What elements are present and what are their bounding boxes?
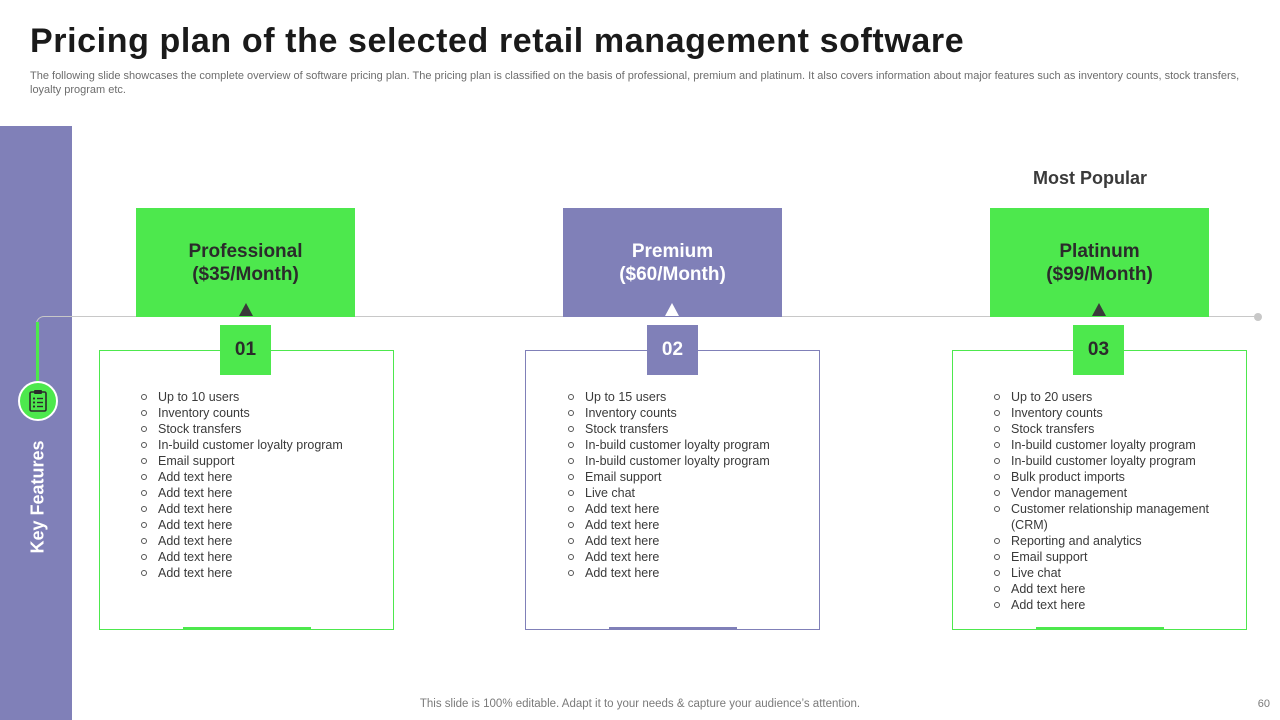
plan-price: ($99/Month) (1046, 263, 1153, 285)
list-item: Stock transfers (993, 421, 1223, 437)
timeline-connector (36, 322, 39, 384)
plan-card-premium (525, 350, 820, 630)
footer-note: This slide is 100% editable. Adapt it to… (419, 698, 861, 710)
card-accent-bar (183, 627, 311, 630)
list-item: Add text here (993, 581, 1223, 597)
list-item: Add text here (140, 501, 370, 517)
list-item: Inventory counts (140, 405, 370, 421)
sidebar-label: Key Features (27, 440, 48, 554)
list-item: Up to 20 users (993, 389, 1223, 405)
list-item: Live chat (567, 485, 797, 501)
pointer-triangle-icon (1092, 303, 1106, 316)
list-item: Inventory counts (567, 405, 797, 421)
list-item: Add text here (140, 549, 370, 565)
page-title: Pricing plan of the selected retail mana… (30, 22, 965, 60)
feature-list-premium: Up to 15 users Inventory counts Stock tr… (567, 389, 797, 581)
plan-card-professional (99, 350, 394, 630)
list-item: Email support (567, 469, 797, 485)
most-popular-label: Most Popular (1032, 168, 1147, 188)
plan-header-platinum: Platinum ($99/Month) (990, 208, 1209, 317)
list-item: Add text here (567, 533, 797, 549)
plan-price: ($60/Month) (619, 263, 726, 285)
list-item: In-build customer loyalty program (567, 453, 797, 469)
list-item: In-build customer loyalty program (993, 453, 1223, 469)
list-item: Add text here (993, 597, 1223, 613)
plan-card-platinum (952, 350, 1247, 630)
list-item: Stock transfers (567, 421, 797, 437)
list-item: Customer relationship management (CRM) (993, 501, 1223, 533)
list-item: Email support (993, 549, 1223, 565)
list-item: In-build customer loyalty program (993, 437, 1223, 453)
list-item: In-build customer loyalty program (567, 437, 797, 453)
timeline-end-dot (1254, 313, 1262, 321)
list-item: Add text here (140, 533, 370, 549)
page-subtitle: The following slide showcases the comple… (30, 70, 1240, 96)
list-item: Add text here (140, 565, 370, 581)
plan-name: Professional (188, 240, 303, 262)
plan-number-badge: 01 (220, 325, 271, 375)
list-item: Email support (140, 453, 370, 469)
plan-header-professional: Professional ($35/Month) (136, 208, 355, 317)
list-item: Vendor management (993, 485, 1223, 501)
plan-number-badge: 02 (647, 325, 698, 375)
feature-list-professional: Up to 10 users Inventory counts Stock tr… (140, 389, 370, 581)
list-item: Add text here (140, 517, 370, 533)
card-accent-bar (609, 627, 737, 630)
list-item: Add text here (567, 565, 797, 581)
plan-number-badge: 03 (1073, 325, 1124, 375)
list-item: Add text here (140, 469, 370, 485)
list-item: Add text here (567, 549, 797, 565)
list-item: Live chat (993, 565, 1223, 581)
clipboard-checklist-icon (18, 381, 58, 421)
list-item: Inventory counts (993, 405, 1223, 421)
pointer-triangle-icon (665, 303, 679, 316)
plan-price: ($35/Month) (192, 263, 299, 285)
list-item: Add text here (140, 485, 370, 501)
key-features-sidebar (0, 126, 72, 720)
list-item: Up to 10 users (140, 389, 370, 405)
list-item: Stock transfers (140, 421, 370, 437)
list-item: Add text here (567, 501, 797, 517)
list-item: Reporting and analytics (993, 533, 1223, 549)
list-item: Bulk product imports (993, 469, 1223, 485)
plan-header-premium: Premium ($60/Month) (563, 208, 782, 317)
plan-name: Platinum (1059, 240, 1140, 262)
card-accent-bar (1036, 627, 1164, 630)
plan-name: Premium (631, 240, 714, 262)
list-item: Add text here (567, 517, 797, 533)
pointer-triangle-icon (239, 303, 253, 316)
timeline-corner (36, 316, 50, 326)
feature-list-platinum: Up to 20 users Inventory counts Stock tr… (993, 389, 1223, 613)
list-item: Up to 15 users (567, 389, 797, 405)
page-number: 60 (1257, 698, 1270, 710)
list-item: In-build customer loyalty program (140, 437, 370, 453)
